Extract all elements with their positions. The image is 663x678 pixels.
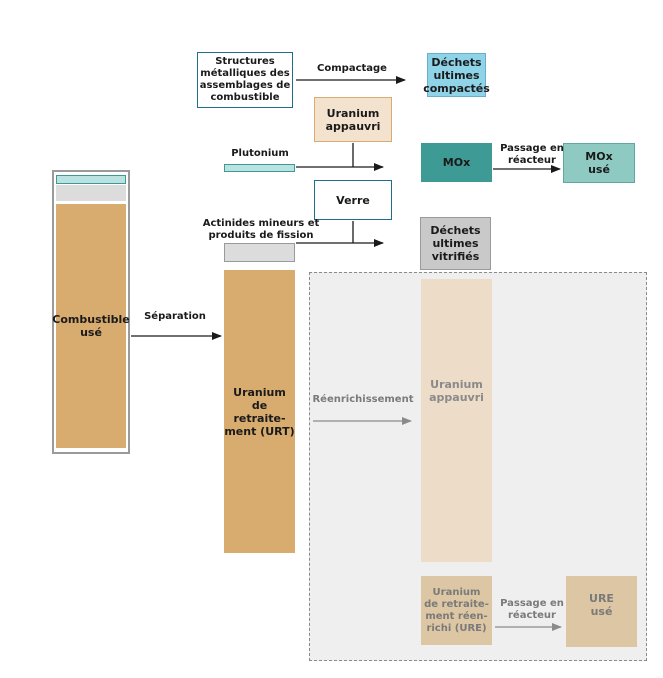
combustible-top-grey-layer: [56, 185, 126, 201]
mox-box: MOx: [421, 143, 492, 182]
compactage-label: Compactage: [317, 63, 387, 74]
verre-box: Verre: [314, 180, 392, 220]
plutonium-bar: [224, 164, 295, 172]
passage-reacteur-bottom-label: Passage en réacteur: [500, 598, 564, 621]
uranium-appauvri-panel-box: Uranium appauvri: [421, 279, 492, 562]
ure-use-box: URE usé: [566, 576, 637, 647]
ure-box: Uranium de retraite- ment réen- richi (U…: [421, 576, 492, 645]
structures-metalliques-box: Structures métalliques des assemblages d…: [197, 52, 293, 108]
actinides-bar: [224, 243, 295, 262]
dechets-compactes-box: Déchets ultimes compactés: [423, 53, 490, 97]
mox-use-box: MOx usé: [563, 143, 635, 183]
passage-reacteur-top-label: Passage en réacteur: [500, 143, 564, 166]
plutonium-label: Plutonium: [231, 148, 289, 159]
separation-label: Séparation: [144, 311, 206, 322]
dechets-vitrifies-box: Déchets ultimes vitrifiés: [420, 217, 491, 270]
combustible-top-teal-layer: [56, 175, 126, 184]
reenrichissement-label: Réenrichissement: [312, 394, 414, 405]
combustible-use-box: Combustible usé: [52, 204, 130, 448]
urt-box: Uranium de retraite- ment (URT): [224, 270, 295, 553]
uranium-appauvri-top-box: Uranium appauvri: [314, 97, 392, 142]
actinides-label: Actinides mineurs et produits de fission: [202, 218, 320, 241]
